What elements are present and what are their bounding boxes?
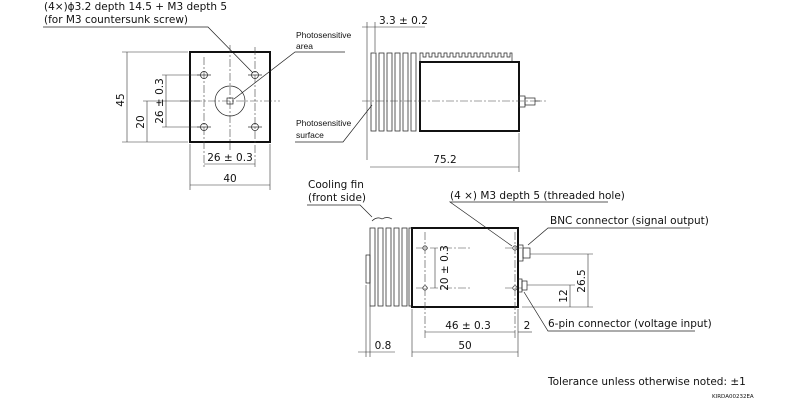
dim-length: 75.2 (433, 154, 456, 166)
cooling-fins (370, 52, 513, 132)
cooling-fin-leader (307, 204, 373, 218)
hole-note-leader (43, 26, 254, 74)
bnc-note: BNC connector (signal output) (550, 215, 709, 227)
cooling-fin-label2: (front side) (308, 192, 366, 204)
dim-bnc-height: 26.5 (576, 269, 588, 292)
dim-hole-pitch-v: 26 ± 0.3 (154, 78, 166, 124)
hole-note-line2: (for M3 countersunk screw) (44, 14, 188, 26)
dim-window-thickness: 3.3 ± 0.2 (379, 15, 428, 27)
photosensitive-surface-leader (295, 104, 373, 143)
bottom-cooling-fins (369, 227, 413, 307)
dim-width: 40 (223, 173, 236, 185)
threaded-hole-note: (4 ×) M3 depth 5 (threaded hole) (450, 190, 625, 202)
tolerance-note: Tolerance unless otherwise noted: ±1 (547, 376, 746, 388)
dim-hole-pitch-h: 26 ± 0.3 (207, 152, 253, 164)
bnc-leader (527, 227, 690, 246)
photosensitive-surface-label2: surface (296, 130, 324, 140)
photosensitive-area-square (226, 97, 234, 105)
bottom-body-outline (411, 227, 519, 308)
cooling-fin-label1: Cooling fin (308, 179, 364, 191)
dim-body: 50 (458, 340, 471, 352)
dim-hole-pitch-v: 20 ± 0.3 (439, 245, 451, 291)
fin-plate (365, 254, 371, 284)
photosensitive-area-leader (233, 51, 345, 100)
side-body-outline (419, 61, 520, 132)
side-view: 3.3 ± 0.2 75.2 Photosensitive surface (295, 15, 546, 172)
pin-note: 6-pin connector (voltage input) (548, 318, 712, 330)
dim-pin-height: 12 (558, 289, 570, 302)
front-view: (4×)ϕ3.2 depth 14.5 + M3 depth 5 (for M3… (43, 1, 352, 190)
drawing-code: KIRDA00232EA (712, 394, 754, 400)
hole-note-line1: (4×)ϕ3.2 depth 14.5 + M3 depth 5 (44, 1, 227, 13)
dim-height: 45 (115, 93, 127, 106)
photosensitive-area-label1: Photosensitive (296, 30, 352, 40)
photosensitive-area-label2: area (296, 41, 313, 51)
dim-fin-plate: 0.8 (375, 340, 392, 352)
window-circle (214, 85, 246, 117)
bottom-view: Cooling fin (front side) (307, 179, 712, 357)
dim-hole-pitch-h: 46 ± 0.3 (445, 320, 491, 332)
threaded-hole-leader (448, 201, 608, 247)
dim-center-height: 20 (135, 115, 147, 128)
photosensitive-surface-label1: Photosensitive (296, 118, 352, 128)
threaded-hole (422, 245, 518, 291)
pin-leader (523, 291, 695, 332)
dim-offset: 2 (524, 320, 531, 332)
